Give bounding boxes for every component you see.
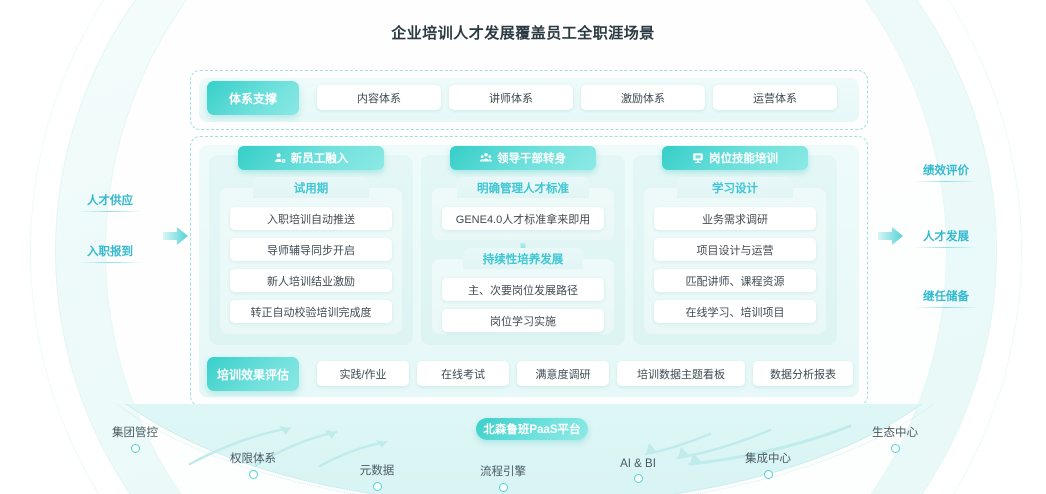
evaluation-badge: 培训效果评估 — [207, 357, 299, 391]
user-add-icon — [274, 152, 286, 164]
subpanel-continuous-dev: 持续性培养发展 主、次要岗位发展路径 岗位学习实施 — [432, 248, 614, 334]
paas-node-dot-1 — [248, 470, 258, 479]
column-badge-label-1: 领导干部转身 — [497, 153, 566, 165]
side-label-right-3: 继任储备 — [908, 288, 984, 308]
paas-node-label-5: 集成中心 — [745, 453, 791, 465]
paas-node-0[interactable]: 集团管控 — [95, 424, 175, 453]
support-chip-3[interactable]: 运营体系 — [713, 85, 837, 110]
paas-node-label-2: 元数据 — [359, 465, 395, 477]
paas-node-3[interactable]: 流程引擎 — [463, 463, 543, 492]
subpanel-talent-standard: 明确管理人才标准 GENE4.0人才标准拿来即用 — [432, 177, 614, 240]
column-leader-transform: 领导干部转身 明确管理人才标准 GENE4.0人才标准拿来即用 持续性培养发展 … — [421, 146, 625, 345]
subpanel-probation: 试用期 入职培训自动推送 导师辅导同步开启 新人培训结业激励 转正自动校验培训完… — [220, 177, 402, 334]
paas-node-label-4: AI & BI — [620, 458, 656, 470]
paas-node-1[interactable]: 权限体系 — [213, 450, 293, 479]
item-c1-0[interactable]: 入职培训自动推送 — [230, 207, 392, 230]
item-c1-1[interactable]: 导师辅导同步开启 — [230, 238, 392, 261]
item-c3-0[interactable]: 业务需求调研 — [654, 207, 816, 230]
subpanel-head-standard: 明确管理人才标准 — [457, 177, 589, 198]
item-c3-2[interactable]: 匹配讲师、课程资源 — [654, 269, 816, 292]
item-c2-1[interactable]: 主、次要岗位发展路径 — [442, 278, 604, 301]
eval-chip-4[interactable]: 数据分析报表 — [753, 361, 853, 386]
paas-node-dot-5 — [763, 470, 773, 479]
side-label-right-1: 绩效评价 — [908, 162, 984, 182]
column-new-employee: 新员工融入 试用期 入职培训自动推送 导师辅导同步开启 新人培训结业激励 转正自… — [209, 146, 413, 345]
subpanel-head-continuous: 持续性培养发展 — [463, 248, 583, 269]
eval-chip-3[interactable]: 培训数据主题看板 — [617, 361, 745, 386]
item-c1-2[interactable]: 新人培训结业激励 — [230, 269, 392, 292]
support-chip-1[interactable]: 讲师体系 — [449, 85, 573, 110]
item-c2-2[interactable]: 岗位学习实施 — [442, 309, 604, 332]
people-group-icon — [480, 152, 492, 164]
support-chip-0[interactable]: 内容体系 — [317, 85, 441, 110]
outer-dotted-ellipse — [30, 0, 1022, 494]
column-badge-label-2: 岗位技能培训 — [709, 153, 778, 165]
subpanel-head-probation: 试用期 — [253, 177, 369, 198]
paas-flow-arrows — [188, 424, 852, 468]
side-label-right-2: 人才发展 — [908, 228, 984, 248]
paas-node-label-1: 权限体系 — [230, 453, 276, 465]
eval-chip-2[interactable]: 满意度调研 — [517, 361, 609, 386]
paas-node-4[interactable]: AI & BI — [598, 458, 678, 483]
paas-node-label-0: 集团管控 — [112, 427, 158, 439]
arrow-right-icon-right — [878, 225, 904, 247]
column-badge-skill: 岗位技能培训 — [662, 146, 808, 170]
item-c2-0[interactable]: GENE4.0人才标准拿来即用 — [442, 207, 604, 230]
eval-chip-1[interactable]: 在线考试 — [417, 361, 509, 386]
paas-node-dot-4 — [633, 474, 643, 483]
item-c3-1[interactable]: 项目设计与运营 — [654, 238, 816, 261]
side-label-left-1: 人才供应 — [72, 192, 148, 212]
subpanel-head-learning: 学习设计 — [677, 177, 793, 198]
item-c1-3[interactable]: 转正自动校验培训完成度 — [230, 300, 392, 323]
column-skill-training: 岗位技能培训 学习设计 业务需求调研 项目设计与运营 匹配讲师、课程资源 在线学… — [633, 146, 837, 345]
column-badge-leader: 领导干部转身 — [450, 146, 596, 170]
paas-node-6[interactable]: 生态中心 — [855, 424, 935, 453]
support-badge: 体系支撑 — [207, 81, 299, 115]
support-chip-2[interactable]: 激励体系 — [581, 85, 705, 110]
paas-node-dot-0 — [130, 444, 140, 453]
column-badge-label-0: 新员工融入 — [290, 153, 349, 165]
paas-node-5[interactable]: 集成中心 — [728, 450, 808, 479]
paas-node-label-6: 生态中心 — [872, 427, 918, 439]
eval-chip-0[interactable]: 实践/作业 — [317, 361, 409, 386]
side-label-left-2: 入职报到 — [72, 243, 148, 263]
arrow-right-icon-left — [163, 225, 189, 247]
paas-node-dot-3 — [498, 483, 508, 492]
page-title: 企业培训人才发展覆盖员工全职涯场景 — [391, 25, 655, 42]
paas-node-dot-6 — [890, 444, 900, 453]
item-c3-3[interactable]: 在线学习、培训项目 — [654, 300, 816, 323]
paas-node-label-3: 流程引擎 — [480, 466, 526, 478]
paas-platform-badge: 北森鲁班PaaS平台 — [476, 418, 588, 440]
paas-node-2[interactable]: 元数据 — [342, 462, 412, 491]
column-badge-new-employee: 新员工融入 — [238, 146, 384, 170]
monitor-icon — [692, 152, 704, 164]
paas-node-dot-2 — [372, 482, 382, 491]
subpanel-learning-design: 学习设计 业务需求调研 项目设计与运营 匹配讲师、课程资源 在线学习、培训项目 — [644, 177, 826, 334]
